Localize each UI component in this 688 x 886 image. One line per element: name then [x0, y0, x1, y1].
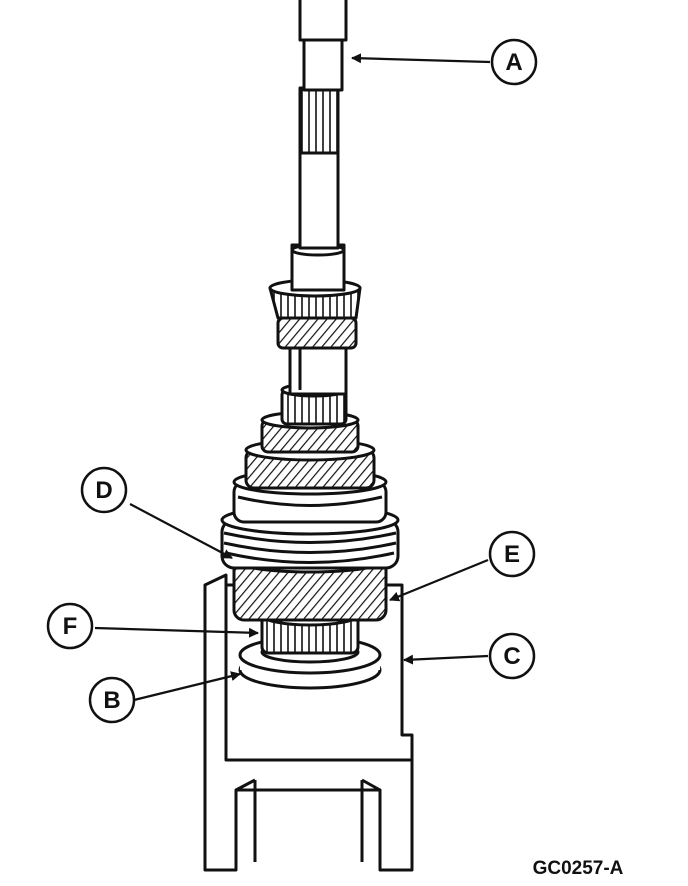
- leader-a: [351, 53, 491, 64]
- callout-label: D: [95, 477, 112, 504]
- leader-c: [403, 654, 489, 665]
- upper-gears: [244, 382, 376, 490]
- callout-label: A: [505, 49, 522, 76]
- leader-e: [389, 558, 489, 602]
- callout-circle: [88, 676, 136, 724]
- callout-label: E: [504, 541, 520, 568]
- callout-f: F: [46, 602, 94, 650]
- callout-label: C: [503, 643, 520, 670]
- callout-label: B: [103, 687, 120, 714]
- input-shaft: [290, 0, 348, 292]
- callout-label: F: [63, 613, 78, 640]
- leader-f: [94, 626, 259, 638]
- callout-circle: [488, 632, 536, 680]
- callout-e: E: [488, 530, 536, 578]
- callout-d: D: [80, 466, 128, 514]
- leader-d: [129, 503, 233, 559]
- synchronizer-rings: [220, 468, 400, 570]
- callout-circle: [490, 38, 538, 86]
- callout-circle: [488, 530, 536, 578]
- tapered-bearing: [268, 278, 362, 350]
- figure-code: GC0257-A: [533, 858, 624, 879]
- callout-circle: [46, 602, 94, 650]
- leader-b: [133, 671, 241, 702]
- callout-c: C: [488, 632, 536, 680]
- callout-b: B: [88, 676, 136, 724]
- callout-circle: [80, 466, 128, 514]
- callout-a: A: [490, 38, 538, 86]
